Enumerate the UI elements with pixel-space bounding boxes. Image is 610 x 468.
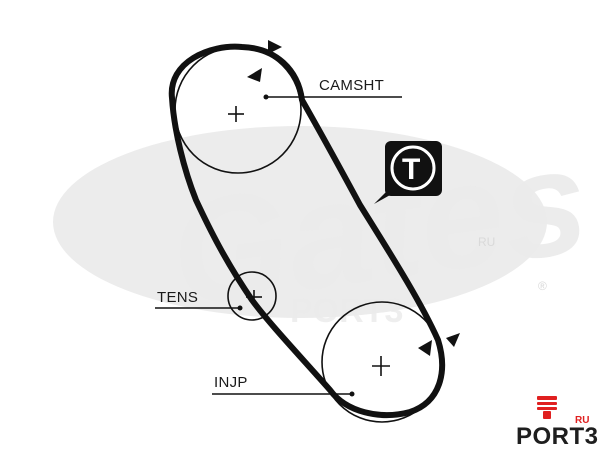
- injection-pump-label: INJP: [214, 374, 248, 391]
- camshaft-leader-dot: [263, 94, 269, 100]
- injp-leader-dot: [349, 391, 355, 397]
- tensioner-pulley-circle: [227, 271, 277, 321]
- injection-pump-pulley-circle: [321, 301, 443, 423]
- camshaft-timing-mark-inner: [247, 68, 262, 82]
- tensioner-pulley: [227, 271, 277, 321]
- belt-path: [168, 43, 446, 418]
- tensioner-label: TENS: [157, 289, 198, 306]
- gates-watermark: Gates PORT3 RU ®: [53, 115, 597, 339]
- camshaft-pulley: [174, 46, 302, 174]
- logo-ru-text: RU: [575, 415, 589, 426]
- logo-text: PORT3: [516, 423, 599, 450]
- tensioner-badge-circle: [390, 145, 436, 191]
- tensioner-leader-dot: [237, 305, 243, 311]
- injp-timing-mark-inner: [418, 340, 432, 356]
- injp-timing-arrow-outer: [446, 333, 460, 347]
- timing-belt: [168, 43, 446, 418]
- camshaft-pulley-circle: [174, 46, 302, 174]
- watermark-sub-text: PORT3: [290, 292, 403, 330]
- camshaft-label: CAMSHT: [319, 77, 384, 94]
- timing-marks: [247, 40, 460, 356]
- camshaft-timing-arrow-top: [268, 40, 282, 54]
- watermark-registered-mark: ®: [538, 279, 547, 293]
- port3-logo: RU PORT3: [516, 396, 599, 450]
- injection-pump-pulley: [321, 301, 443, 423]
- watermark-ru-text: RU: [478, 235, 495, 249]
- tensioner-badge: T: [374, 141, 442, 204]
- piston-icon: [537, 396, 557, 419]
- callouts: [155, 94, 402, 397]
- tensioner-badge-letter: T: [402, 153, 420, 186]
